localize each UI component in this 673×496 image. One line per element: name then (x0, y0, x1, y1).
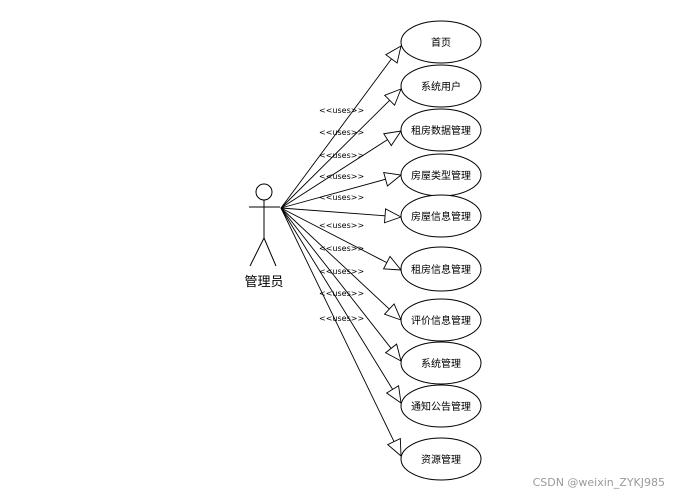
use-case-label: 租房信息管理 (411, 263, 471, 276)
uses-stereotype-label: <<uses>> (319, 151, 364, 160)
open-arrowhead (382, 255, 402, 271)
uses-stereotype-label: <<uses>> (319, 267, 364, 276)
uses-stereotype-label: <<uses>> (319, 289, 364, 298)
association-line (280, 99, 390, 209)
uses-stereotype-label: <<uses>> (319, 193, 364, 202)
association-line (280, 207, 386, 217)
use-case-ellipse (400, 341, 482, 385)
uses-stereotype-label: <<uses>> (319, 106, 364, 115)
association-line (280, 207, 390, 310)
use-cases: 首页系统用户租房数据管理房屋类型管理房屋信息管理租房信息管理评价信息管理系统管理… (400, 20, 482, 481)
use-case-ellipse (400, 384, 482, 428)
uses-stereotype-label: <<uses>> (319, 314, 364, 323)
open-arrowhead (384, 343, 402, 362)
use-case-label: 系统管理 (421, 357, 461, 370)
open-arrowhead (383, 130, 402, 147)
association-line (280, 207, 387, 264)
actor-right-leg (263, 237, 277, 267)
open-arrowhead (383, 171, 403, 187)
use-case-label: 评价信息管理 (411, 314, 471, 327)
actor-figure (249, 183, 280, 267)
open-arrowhead (385, 384, 402, 404)
use-case-label: 首页 (431, 36, 451, 49)
use-case-ellipse (400, 194, 482, 238)
uses-stereotype-label: <<uses>> (319, 221, 364, 230)
uses-stereotype-label: <<uses>> (319, 244, 364, 253)
association-line (280, 207, 395, 442)
association-line (280, 178, 386, 209)
association-line (280, 139, 388, 209)
use-case-ellipse (400, 298, 482, 342)
associations (280, 45, 403, 458)
open-arrowhead (383, 303, 402, 321)
open-arrowhead (383, 88, 402, 107)
open-arrowhead (384, 208, 403, 224)
uses-stereotype-label: <<uses>> (319, 172, 364, 181)
use-case-label: 房屋类型管理 (411, 169, 471, 182)
open-arrowhead (385, 45, 402, 64)
use-case-ellipse (400, 20, 482, 64)
use-case-ellipse (400, 437, 482, 481)
association-line (280, 207, 392, 349)
use-case-ellipse (400, 246, 482, 292)
use-case-label: 租房数据管理 (411, 124, 471, 137)
uses-labels: <<uses>> <<uses>> <<uses>> <<uses>> <<uses>>… (319, 106, 364, 323)
use-case-ellipse (400, 108, 482, 152)
use-case-ellipse (400, 64, 482, 108)
association-line (280, 207, 393, 390)
uses-stereotype-label: <<uses>> (319, 128, 364, 137)
actor-left-leg (249, 237, 265, 267)
association-line (280, 58, 392, 209)
watermark: CSDN @weixin_ZYKJ985 (533, 476, 665, 489)
use-case-label: 资源管理 (421, 453, 461, 466)
use-case-label: 通知公告管理 (411, 400, 471, 413)
actor-name: 管理员 (244, 275, 283, 290)
open-arrowhead (386, 437, 402, 458)
use-case-label: 系统用户 (421, 80, 461, 93)
use-case-label: 房屋信息管理 (411, 210, 471, 223)
